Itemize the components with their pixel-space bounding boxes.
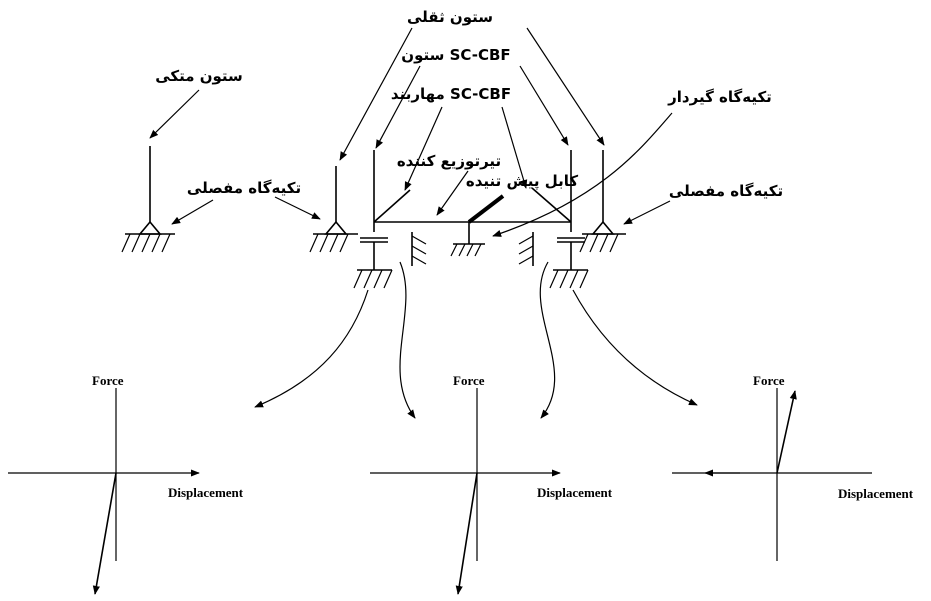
plot-2-force-label: Force bbox=[453, 373, 485, 388]
label-leaning-column: ستون متکی bbox=[155, 67, 243, 85]
label-sc-cbf-brace: مهاربند SC-CBF bbox=[391, 85, 511, 103]
plot-3-force-label: Force bbox=[753, 373, 785, 388]
force-displacement-plot-3: Force Displacement bbox=[672, 373, 914, 561]
label-fixed-support: تکیه‌گاه گیردار bbox=[667, 88, 772, 106]
force-displacement-plot-1: Force Displacement bbox=[8, 373, 244, 595]
plot-1-force-label: Force bbox=[92, 373, 124, 388]
label-sc-cbf-column: ستون SC-CBF bbox=[401, 46, 510, 64]
plot-1-displacement-label: Displacement bbox=[168, 485, 244, 500]
plot-3-response-line bbox=[776, 390, 797, 474]
plot-1-response-line bbox=[92, 472, 117, 595]
plot-2-displacement-label: Displacement bbox=[537, 485, 613, 500]
plot-2-response-line bbox=[455, 472, 478, 595]
force-displacement-plot-2: Force Displacement bbox=[370, 373, 613, 595]
label-pinned-support-left: تکیه‌گاه مفصلی bbox=[187, 179, 301, 197]
label-distributor-beam: تیرتوزیع کننده bbox=[397, 152, 501, 170]
structural-frame bbox=[121, 146, 626, 289]
label-pinned-support-right: تکیه‌گاه مفصلی bbox=[669, 182, 783, 200]
label-gravity-column: ستون ثقلی bbox=[407, 8, 493, 26]
plot-3-displacement-label: Displacement bbox=[838, 486, 914, 501]
behaviour-arrows bbox=[254, 261, 698, 419]
